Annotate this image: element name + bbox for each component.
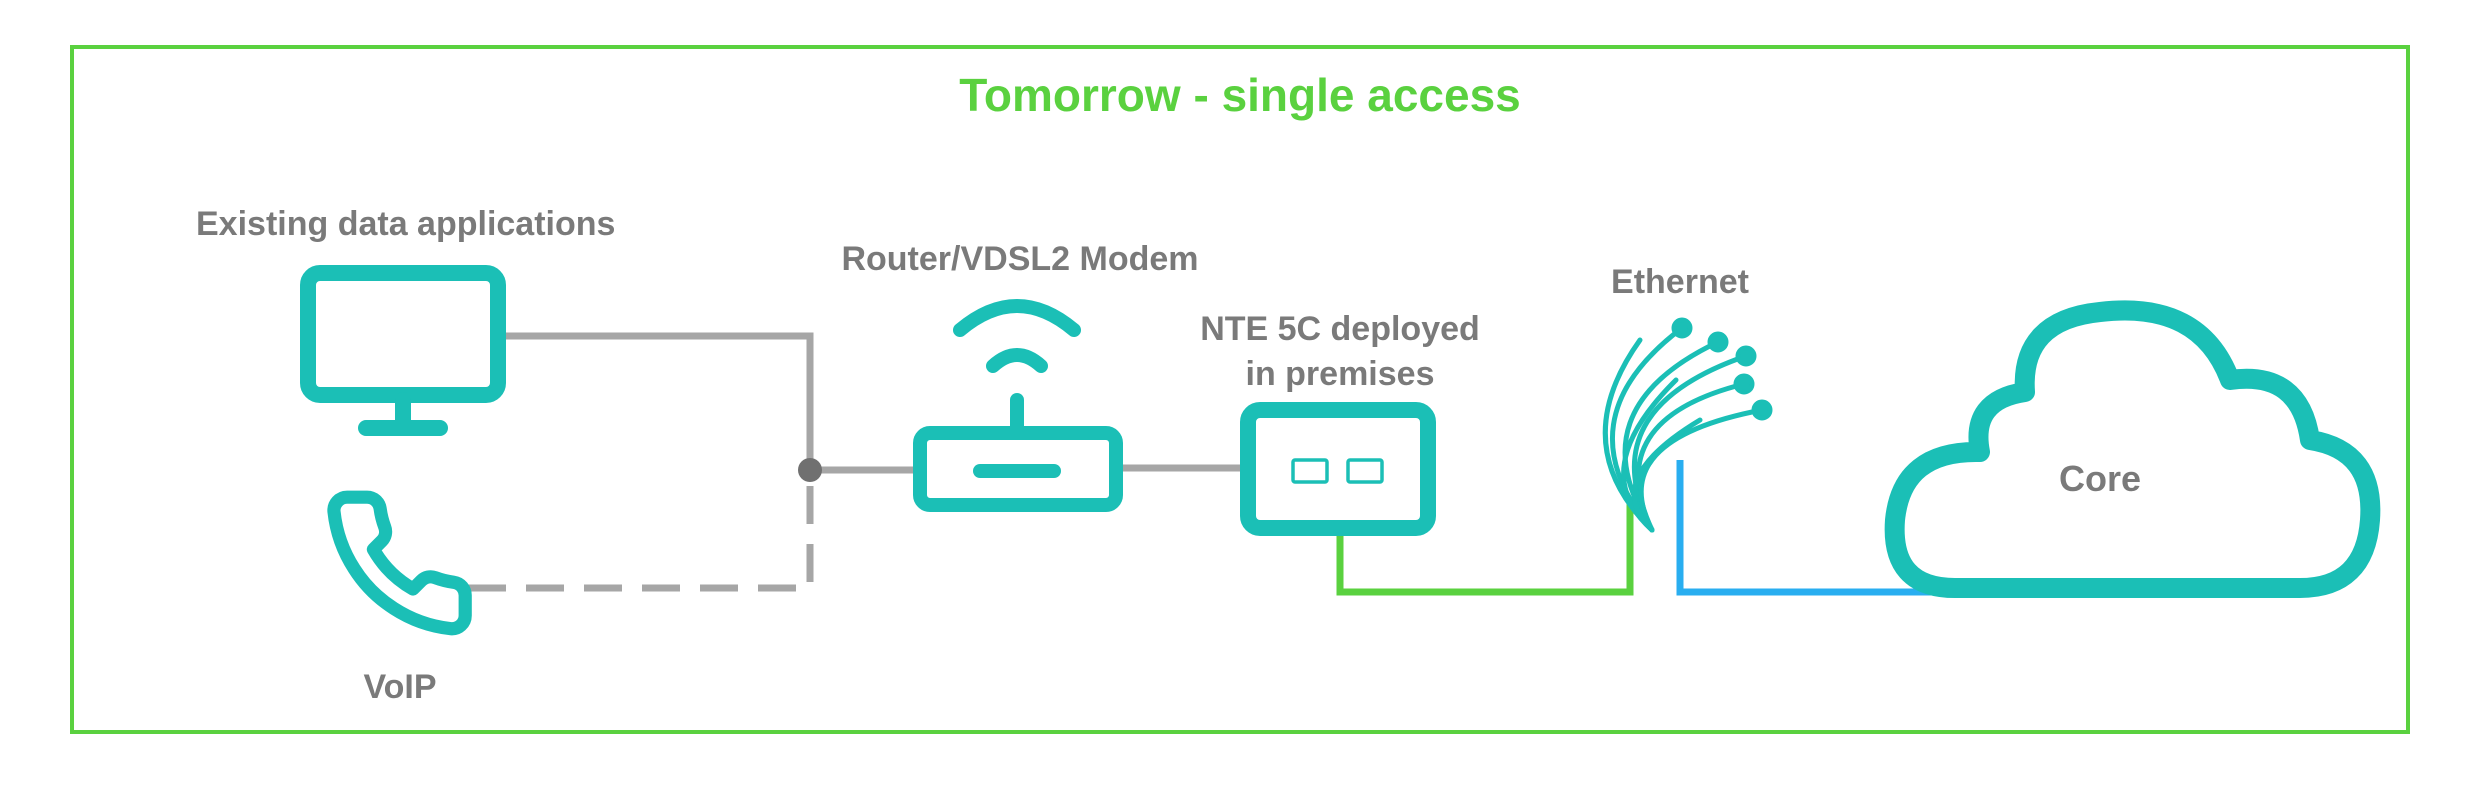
ethernet-label: Ethernet	[1611, 263, 1749, 301]
nte-ethernet-link	[1336, 500, 1634, 596]
junction-dot	[798, 458, 822, 482]
frame-border	[70, 45, 2410, 734]
ethernet-core-link	[1676, 460, 1980, 596]
voip-link	[468, 470, 814, 592]
data-apps-link	[505, 332, 814, 470]
core-label: Core	[2058, 458, 2142, 499]
connections	[468, 332, 1980, 596]
diagram-title: Tomorrow - single access	[959, 69, 1521, 121]
nte-label-line1: NTE 5C deployed	[1200, 310, 1480, 348]
nte-label-line2: in premises	[1245, 355, 1435, 393]
data-apps-label: Existing data applications	[196, 205, 616, 243]
router-icon	[913, 299, 1123, 512]
voip-label: VoIP	[363, 668, 437, 706]
monitor-icon	[300, 265, 506, 436]
fiber-bundle-icon	[1602, 317, 1773, 533]
phone-icon	[327, 490, 472, 636]
router-label: Router/VDSL2 Modem	[841, 240, 1199, 278]
nte-box-icon	[1240, 402, 1436, 536]
cloud-icon	[1884, 300, 2381, 598]
